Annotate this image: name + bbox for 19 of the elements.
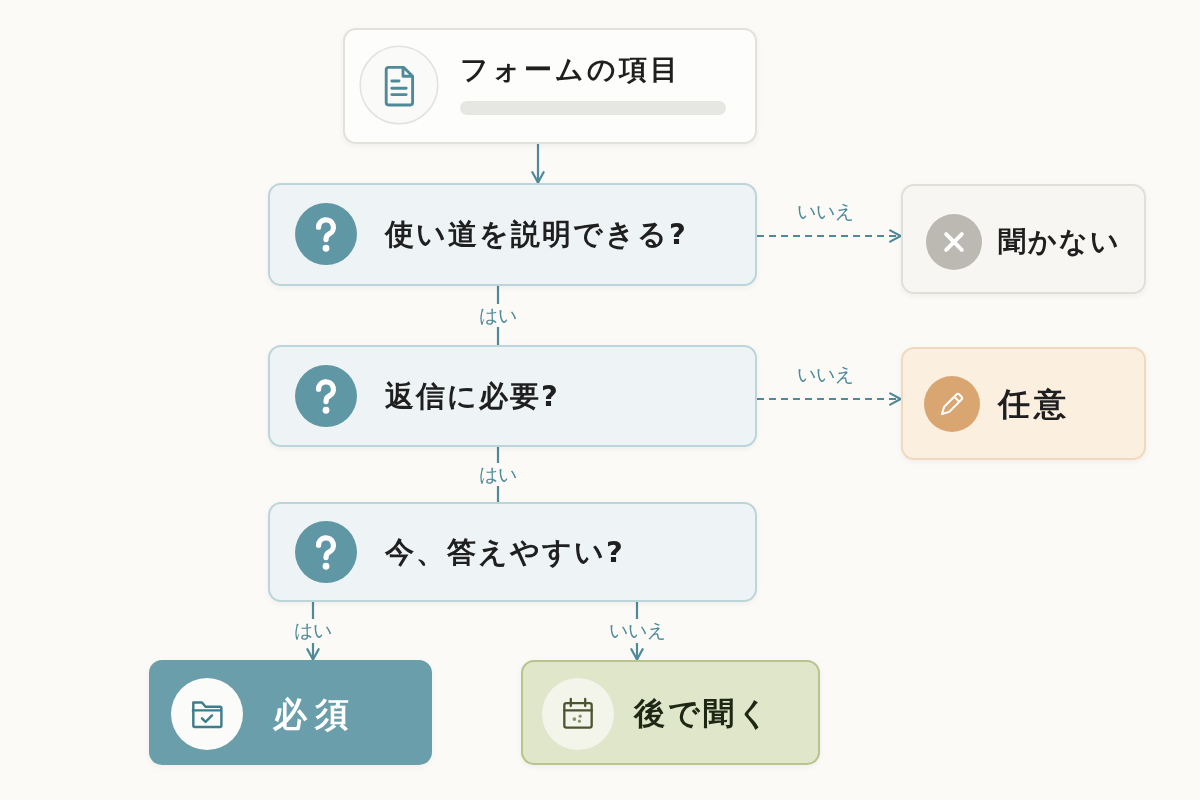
result-text: 聞かない <box>998 225 1121 259</box>
result-box <box>149 660 432 765</box>
dashed-arrow <box>757 229 902 243</box>
arrow <box>531 144 545 184</box>
title-text: フォームの項目 <box>460 53 681 87</box>
result-box <box>901 347 1146 460</box>
decision-box <box>268 183 757 286</box>
result-text: 任意 <box>998 384 1070 424</box>
result-text: 後で聞く <box>634 695 772 733</box>
dashed-arrow <box>757 392 902 406</box>
result-box <box>901 184 1146 294</box>
result-text: 必須 <box>273 693 357 735</box>
result-box <box>521 660 820 765</box>
start-box <box>343 28 757 144</box>
decision-box <box>268 345 757 447</box>
question-text: 使い道を説明できる? <box>385 216 688 252</box>
question-text: 今、答えやすい? <box>385 534 625 570</box>
decision-box <box>268 502 757 602</box>
question-text: 返信に必要? <box>385 378 560 414</box>
